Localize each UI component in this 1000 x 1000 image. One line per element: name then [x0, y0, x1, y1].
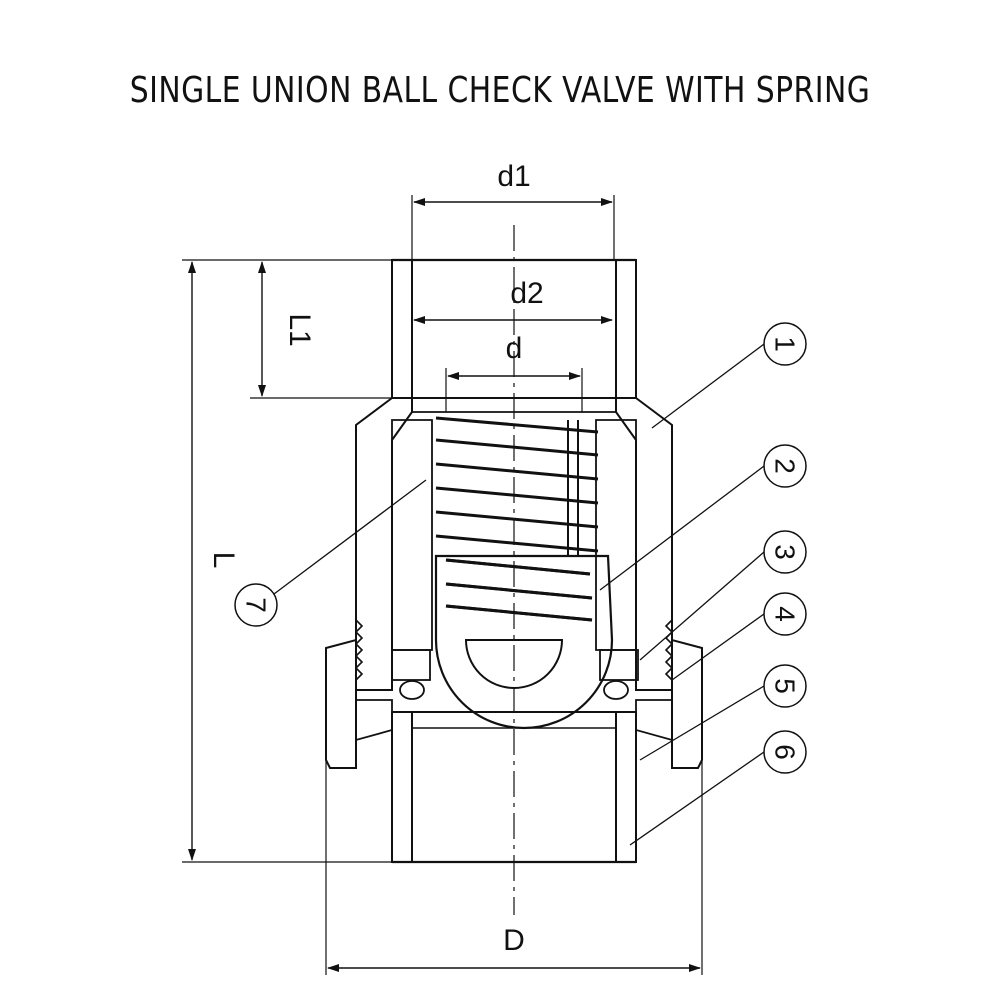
- seal-rings: [391, 649, 639, 700]
- dimension-d: [445, 368, 583, 412]
- callout-7: 7: [234, 583, 278, 627]
- union-nut: [325, 619, 703, 769]
- dimension-d1: [411, 195, 615, 260]
- dimension-L1: [250, 259, 392, 399]
- L1-label: L1: [283, 313, 316, 346]
- callout-leaders: [273, 343, 765, 846]
- callout-4: 4: [763, 592, 807, 636]
- spring: [435, 416, 599, 622]
- callout-5-label: 5: [770, 678, 801, 694]
- D-label: D: [503, 924, 525, 957]
- dimension-D: [325, 760, 703, 975]
- L-label: L: [207, 552, 240, 569]
- callout-5: 5: [763, 664, 807, 708]
- callout-2: 2: [763, 444, 807, 488]
- diagram-title: SINGLE UNION BALL CHECK VALVE WITH SPRIN…: [129, 70, 871, 111]
- d-label: d: [506, 332, 523, 365]
- check-ball: [434, 554, 614, 730]
- callout-6-label: 6: [770, 744, 801, 760]
- d1-label: d1: [497, 160, 530, 193]
- callout-1-label: 1: [770, 336, 801, 352]
- dimension-L: [182, 259, 392, 863]
- callout-3: 3: [763, 530, 807, 574]
- callout-6: 6: [763, 730, 807, 774]
- callout-3-label: 3: [770, 544, 801, 560]
- callout-4-label: 4: [770, 606, 801, 622]
- callout-1: 1: [763, 322, 807, 366]
- bottom-socket: [391, 711, 637, 864]
- d2-label: d2: [510, 277, 543, 310]
- callout-7-label: 7: [241, 597, 272, 613]
- callout-2-label: 2: [770, 458, 801, 474]
